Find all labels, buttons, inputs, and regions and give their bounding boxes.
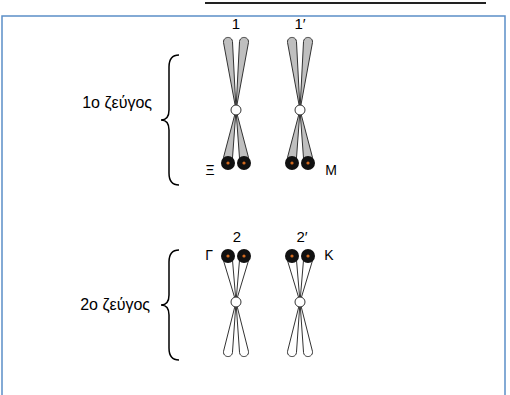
chromatid-arm: [300, 110, 313, 163]
gene-locus: [285, 249, 299, 263]
gene-locus: [237, 249, 251, 263]
allele-letter: Κ: [324, 247, 333, 263]
chromosome: [285, 37, 315, 170]
gene-locus-core: [226, 254, 229, 257]
chromosome-number: 1: [232, 15, 240, 32]
chromosome-number: 2′: [296, 228, 307, 245]
chromatid-arm: [236, 37, 249, 110]
chromosome-number: 2: [233, 228, 241, 245]
chromatid-arm: [300, 37, 313, 110]
pair-label: 1ο ζεύγος: [82, 94, 152, 112]
gene-locus: [301, 249, 315, 263]
allele-letter: Γ: [205, 247, 213, 263]
gene-locus-core: [242, 161, 245, 164]
centromere: [231, 105, 241, 115]
curly-brace: [161, 250, 179, 360]
centromere: [231, 297, 241, 307]
gene-locus: [237, 156, 251, 170]
chromatid-arm: [287, 110, 300, 163]
pair-label: 2ο ζεύγος: [80, 296, 150, 314]
chromatid-arm: [223, 37, 236, 110]
curly-brace: [161, 55, 179, 185]
gene-locus: [221, 249, 235, 263]
chromatid-arm: [287, 37, 300, 110]
gene-locus-core: [290, 161, 293, 164]
chromatid-arm: [300, 302, 313, 357]
gene-locus-core: [306, 161, 309, 164]
gene-locus-core: [242, 254, 245, 257]
centromere: [295, 105, 305, 115]
gene-locus-core: [290, 254, 293, 257]
chromosome: [285, 249, 315, 357]
gene-locus: [221, 156, 235, 170]
chromatid-arm: [223, 110, 236, 163]
chromosome-number: 1′: [294, 15, 305, 32]
chromosome: [221, 37, 251, 170]
gene-locus: [301, 156, 315, 170]
allele-letter: Μ: [325, 162, 337, 178]
allele-letter: Ξ: [205, 162, 214, 178]
gene-locus-core: [226, 161, 229, 164]
chromosome: [221, 249, 251, 357]
chromatid-arm: [223, 302, 236, 357]
chromatid-arm: [236, 302, 249, 357]
gene-locus: [285, 156, 299, 170]
chromatid-arm: [236, 110, 249, 163]
centromere: [295, 297, 305, 307]
top-rule: [205, 2, 486, 4]
gene-locus-core: [306, 254, 309, 257]
chromatid-arm: [287, 302, 300, 357]
frame-border: [2, 16, 505, 395]
